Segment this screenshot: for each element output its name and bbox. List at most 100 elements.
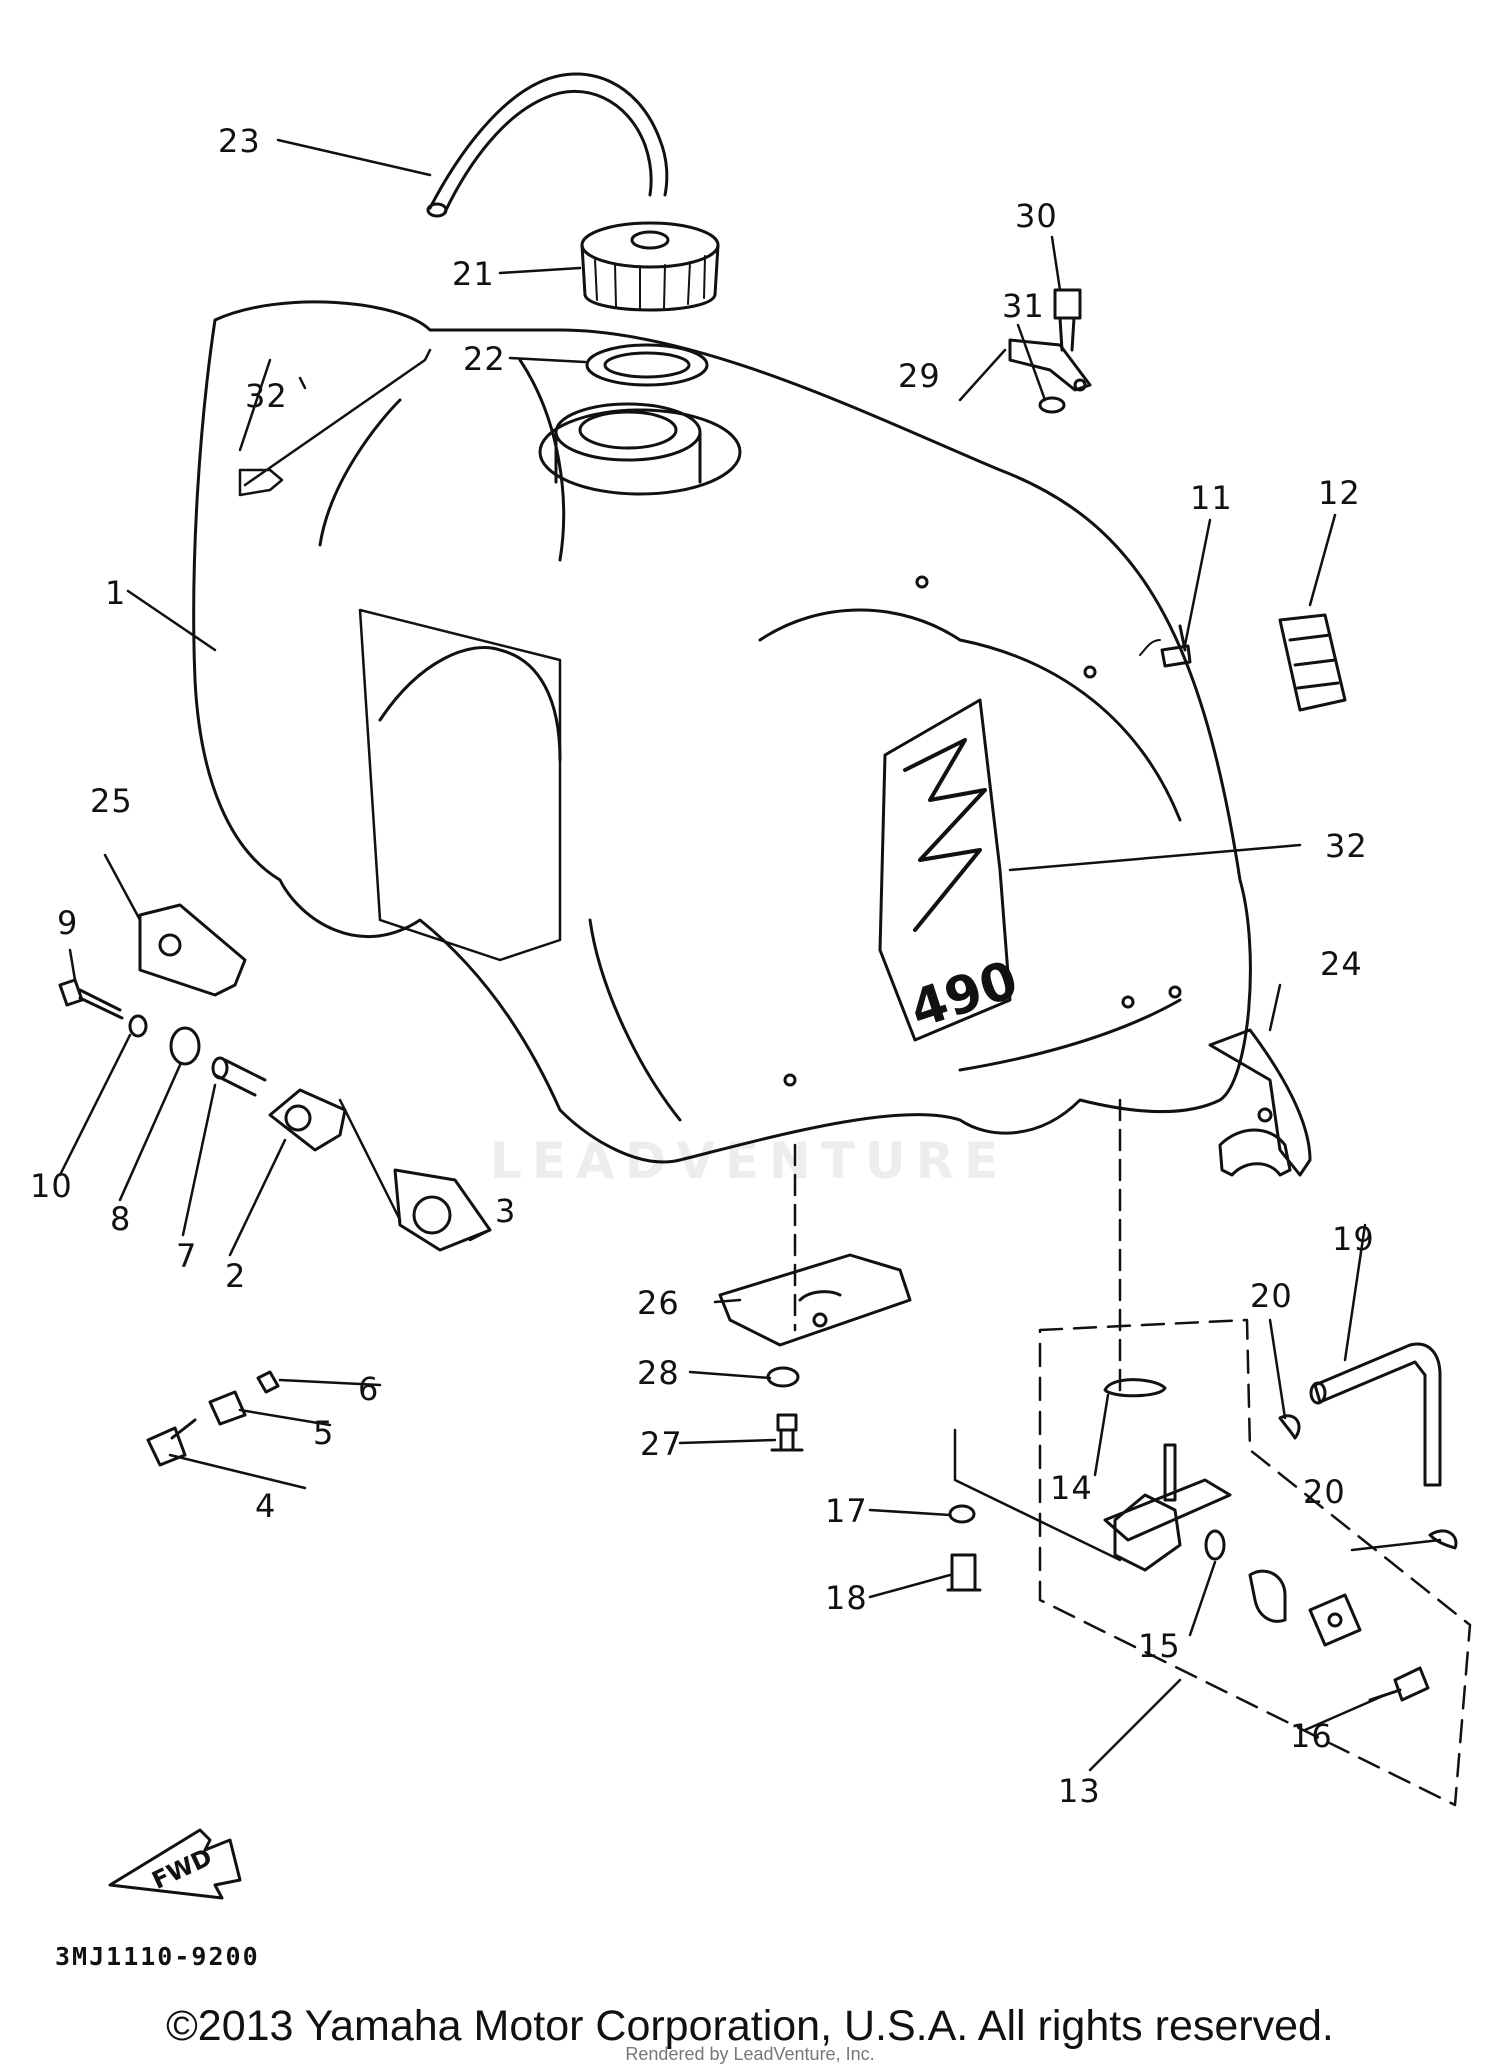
part-label-22: 22 — [463, 340, 506, 378]
damper-12 — [1278, 613, 1347, 712]
decal-stripes — [903, 738, 987, 932]
fuel-cap — [580, 221, 720, 312]
breather-hose-end — [426, 202, 448, 218]
tank-hole — [1083, 665, 1097, 679]
part-label-27: 27 — [640, 1425, 683, 1463]
bracket-25 — [138, 903, 247, 997]
fuel-cock-assembly-box — [1038, 1318, 1472, 1807]
left-decal — [238, 348, 432, 497]
tank-outline — [192, 300, 1252, 1164]
part-label-30: 30 — [1015, 197, 1058, 235]
part-label-5: 5 — [313, 1414, 335, 1452]
breather-hose-inner — [443, 89, 653, 214]
part-label-13: 13 — [1058, 1772, 1101, 1810]
decal-outline — [878, 698, 1012, 1042]
bolt-9-shank — [78, 996, 124, 1020]
part-label-20a: 20 — [1250, 1277, 1293, 1315]
holder-3-hole — [412, 1195, 452, 1235]
collar-7-end — [211, 1056, 229, 1080]
decal-text: 490 — [903, 950, 1025, 1041]
reference-dashed-lines — [793, 1098, 1122, 1402]
bolt-9 — [58, 978, 122, 1012]
part-label-32b: 32 — [1325, 827, 1368, 865]
copyright-notice: ©2013 Yamaha Motor Corporation, U.S.A. A… — [166, 2002, 1334, 2050]
screw-16 — [1368, 1666, 1430, 1702]
tank-hole — [783, 1073, 797, 1087]
fuel-cock-body — [1113, 1493, 1182, 1572]
part-label-1: 1 — [105, 574, 127, 612]
part-label-9: 9 — [57, 904, 79, 942]
plate-hole — [1327, 1612, 1343, 1628]
washer-28 — [766, 1366, 800, 1388]
fuel-cock-tube — [1163, 1443, 1177, 1502]
part-label-18: 18 — [825, 1579, 868, 1617]
tank-hole — [915, 575, 929, 589]
part-label-11: 11 — [1190, 479, 1233, 517]
washer-31 — [1038, 396, 1066, 414]
bracket-25-hole — [158, 933, 182, 957]
part-label-32a: 32 — [245, 377, 288, 415]
filler-neck-sides — [554, 430, 702, 484]
leader-lines — [58, 138, 1442, 1772]
screw-11-thread — [1139, 639, 1161, 656]
part-label-17: 17 — [825, 1492, 868, 1530]
bracket-24-hole — [1257, 1107, 1273, 1123]
clip-20a — [1278, 1414, 1301, 1440]
oring-14 — [1103, 1378, 1167, 1398]
tank-crease-mid — [518, 358, 566, 562]
part-label-4: 4 — [255, 1487, 277, 1525]
part-label-8: 8 — [110, 1200, 132, 1238]
bracket-29 — [1008, 338, 1092, 392]
washer-8 — [169, 1026, 201, 1066]
part-label-23: 23 — [218, 122, 261, 160]
filler-neck-base — [538, 408, 742, 496]
bracket-hole — [1073, 378, 1087, 392]
tank-lower-left-edge — [588, 918, 682, 1122]
part-label-21: 21 — [452, 255, 495, 293]
bracket-24-base — [1218, 1128, 1292, 1177]
bracket-26 — [718, 1253, 912, 1347]
washer-17 — [948, 1504, 976, 1524]
fuel-cock-flange — [1103, 1478, 1232, 1542]
nut-10 — [128, 1014, 148, 1038]
bracket-26-hole — [812, 1312, 828, 1328]
part-label-10: 10 — [30, 1167, 73, 1205]
watermark: LEADVENTURE — [490, 1132, 1009, 1190]
oring-15 — [1204, 1529, 1226, 1561]
part-label-6: 6 — [358, 1370, 380, 1408]
tank-hole — [1168, 985, 1182, 999]
tank-decal: 490 — [878, 698, 1025, 1042]
tank-panel-curve — [378, 646, 562, 762]
part-label-2: 2 — [225, 1257, 247, 1295]
tank-side-panel — [358, 608, 562, 962]
tank-hole — [1121, 995, 1135, 1009]
fwd-text: FWD — [148, 1843, 217, 1895]
part-label-29: 29 — [898, 357, 941, 395]
tank-lower-right-edge — [958, 998, 1182, 1072]
collar-6 — [256, 1370, 280, 1394]
damper-2 — [268, 1088, 347, 1152]
part-label-26: 26 — [637, 1284, 680, 1322]
part-label-3: 3 — [495, 1192, 517, 1230]
tank-shoulder-line — [758, 608, 1182, 822]
fuel-pipe-19 — [1313, 1342, 1442, 1487]
tank-crease-left — [318, 398, 402, 547]
part-label-15: 15 — [1138, 1627, 1181, 1665]
damper-2-hole — [284, 1104, 312, 1132]
part-label-28: 28 — [637, 1354, 680, 1392]
fwd-arrow-icon: FWD — [108, 1828, 242, 1900]
screw-11 — [1160, 624, 1192, 668]
rendered-by-notice: Rendered by LeadVenture, Inc. — [625, 2044, 875, 2064]
filler-neck-opening — [578, 410, 678, 450]
diagram-code: 3MJ1110-9200 — [55, 1942, 260, 1971]
part-label-14: 14 — [1050, 1469, 1093, 1507]
fuel-tank — [192, 300, 1252, 1164]
part-label-19: 19 — [1332, 1220, 1375, 1258]
bolt-27 — [770, 1413, 804, 1452]
part-label-16: 16 — [1290, 1717, 1333, 1755]
bolt-18 — [946, 1553, 982, 1592]
bracket-24 — [1208, 1028, 1312, 1177]
part-label-24: 24 — [1320, 945, 1363, 983]
plate — [1308, 1593, 1362, 1647]
